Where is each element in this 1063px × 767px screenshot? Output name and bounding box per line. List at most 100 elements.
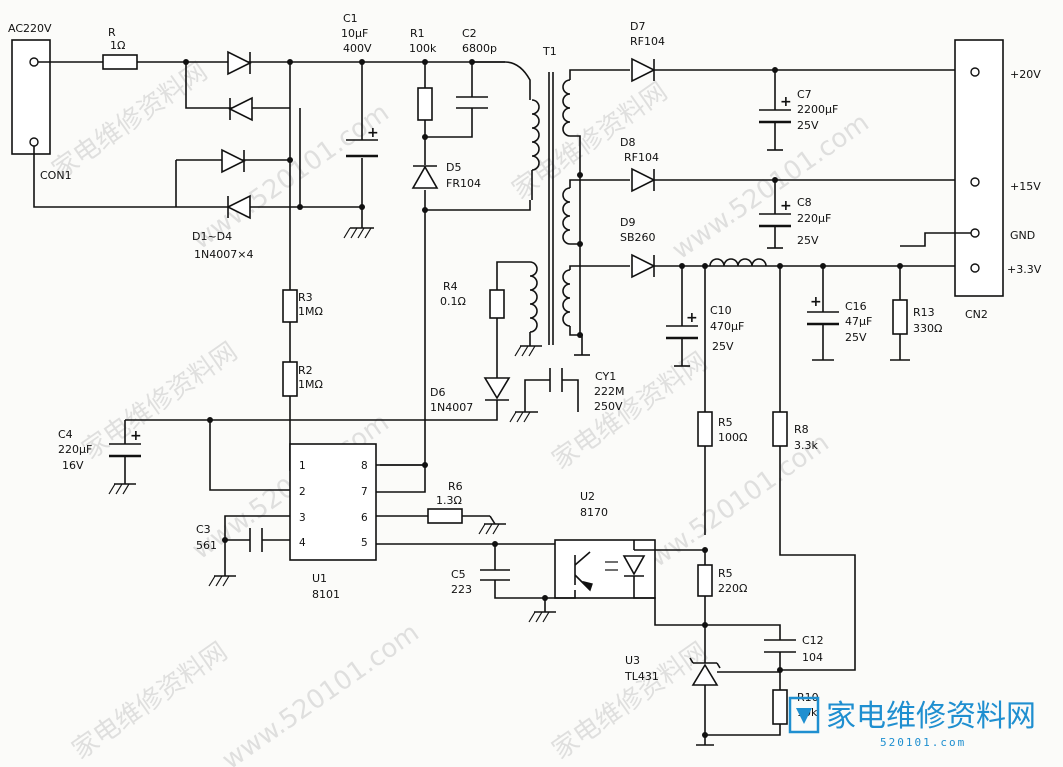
- ground-c5: [528, 611, 556, 623]
- cy1-value-label: 222M: [594, 385, 625, 398]
- logo-text: 家电维修资料网: [826, 699, 1036, 734]
- watermark-cn-3: 家电维修资料网: [77, 337, 243, 466]
- resistor-r3: [282, 289, 298, 323]
- u1-pin-3: 3: [299, 512, 306, 524]
- out-20v-wire: [569, 69, 955, 80]
- ground-c4: [108, 483, 136, 495]
- diode-d6: [483, 377, 511, 401]
- c7-voltage-label: 25V: [797, 119, 819, 132]
- u2-name-label: U2: [580, 490, 595, 503]
- r8-value-label: 3.3k: [794, 439, 818, 452]
- watermark-url-5: www.520101.com: [217, 618, 425, 767]
- c1-voltage-label: 400V: [343, 42, 372, 55]
- c4-voltage-label: 16V: [62, 459, 84, 472]
- cy1-wire: [524, 379, 579, 412]
- ac-bottom-wire: [33, 146, 362, 208]
- diode-d4: [226, 194, 251, 220]
- r3-value-label: 1MΩ: [298, 305, 323, 318]
- resistor-r2: [282, 361, 298, 397]
- u1-pin-2: 2: [299, 486, 306, 498]
- c3-name-label: C3: [196, 523, 211, 536]
- cn2-name-label: CN2: [965, 308, 988, 321]
- d6-value-label: 1N4007: [430, 401, 473, 414]
- resistor-r6: [427, 508, 463, 524]
- r5b-name-label: R5: [718, 567, 733, 580]
- u2-cathode-wire: [633, 576, 705, 626]
- out-gnd-label: GND: [1010, 229, 1035, 242]
- r3-name-label: R3: [298, 291, 313, 304]
- diode-d5: [411, 165, 439, 189]
- r-value-label: 1Ω: [110, 39, 125, 52]
- r6-name-label: R6: [448, 480, 463, 493]
- d6-vcc-wire: [125, 372, 498, 421]
- diode-d2: [228, 96, 253, 122]
- d9-name-label: D9: [620, 216, 635, 229]
- c1-value-label: 10μF: [341, 27, 368, 40]
- t1-sec-20v-coil: [562, 79, 571, 137]
- u1-name-label: U1: [312, 572, 327, 585]
- c16-voltage-label: 25V: [845, 331, 867, 344]
- t1-primary-top-wire: [472, 61, 531, 100]
- r10-wire: [705, 670, 781, 736]
- r4-value-label: 0.1Ω: [440, 295, 466, 308]
- c1-plus-sign: +: [367, 125, 379, 141]
- out-20v-label: +20V: [1010, 68, 1041, 81]
- c16-value-label: 47μF: [845, 315, 872, 328]
- out-15v-label: +15V: [1010, 180, 1041, 193]
- c2-name-label: C2: [462, 27, 477, 40]
- diode-d1: [227, 50, 252, 76]
- u1-pin-7: 7: [361, 486, 368, 498]
- d5-value-label: FR104: [446, 177, 481, 190]
- c12-name-label: C12: [802, 634, 824, 647]
- cy1-name-label: CY1: [595, 370, 616, 383]
- ground-cy1: [509, 411, 538, 423]
- r13-value-label: 330Ω: [913, 322, 942, 335]
- c10-plus-sign: +: [686, 310, 698, 326]
- d5-name-label: D5: [446, 161, 461, 174]
- d1d4-name-label: D1~D4: [192, 230, 232, 243]
- u1-pin2-wire: [209, 420, 290, 491]
- diode-d3: [221, 148, 246, 174]
- diode-d9: [631, 253, 656, 279]
- bridge-wire-a: [185, 62, 290, 109]
- watermark-cn-5: 家电维修资料网: [67, 637, 233, 766]
- r1-name-label: R1: [410, 27, 425, 40]
- r8-wire: [779, 266, 856, 671]
- u3-value-label: TL431: [624, 670, 659, 683]
- ground-r6: [478, 515, 506, 535]
- u1-pin-6: 6: [361, 512, 368, 524]
- c16-plus-sign: +: [810, 294, 822, 310]
- c8-voltage-label: 25V: [797, 234, 819, 247]
- c10-value-label: 470μF: [710, 320, 744, 333]
- r5b-value-label: 220Ω: [718, 582, 747, 595]
- resistor-r: [102, 54, 138, 70]
- r8-name-label: R8: [794, 423, 809, 436]
- resistor-r5-100: [697, 411, 713, 447]
- c12-value-label: 104: [802, 651, 823, 664]
- ground-c1: [343, 227, 374, 239]
- out-33v-label: +3.3V: [1007, 263, 1042, 276]
- u2-anode-wire: [633, 540, 705, 551]
- u1-pin-5: 5: [361, 537, 368, 549]
- r13-name-label: R13: [913, 306, 935, 319]
- c1-name-label: C1: [343, 12, 358, 25]
- c7-name-label: C7: [797, 88, 812, 101]
- diode-d7: [631, 57, 656, 83]
- c7-value-label: 2200μF: [797, 103, 838, 116]
- diode-d8: [631, 167, 656, 193]
- c16-name-label: C16: [845, 300, 867, 313]
- u1-pin7-wire: [376, 465, 426, 493]
- out-15v-wire: [569, 135, 955, 188]
- resistor-r5-220: [697, 564, 713, 597]
- u1-pin-8: 8: [361, 460, 368, 472]
- site-logo: 家电维修资料网 520101.com: [788, 696, 1036, 749]
- u2-value-label: 8170: [580, 506, 608, 519]
- d1d4-value-label: 1N4007×4: [194, 248, 253, 261]
- u3-name-label: U3: [625, 654, 640, 667]
- u1-value-label: 8101: [312, 588, 340, 601]
- c3-wire: [224, 515, 290, 541]
- r2-value-label: 1MΩ: [298, 378, 323, 391]
- c5-value-label: 223: [451, 583, 472, 596]
- d8-value-label: RF104: [624, 151, 659, 164]
